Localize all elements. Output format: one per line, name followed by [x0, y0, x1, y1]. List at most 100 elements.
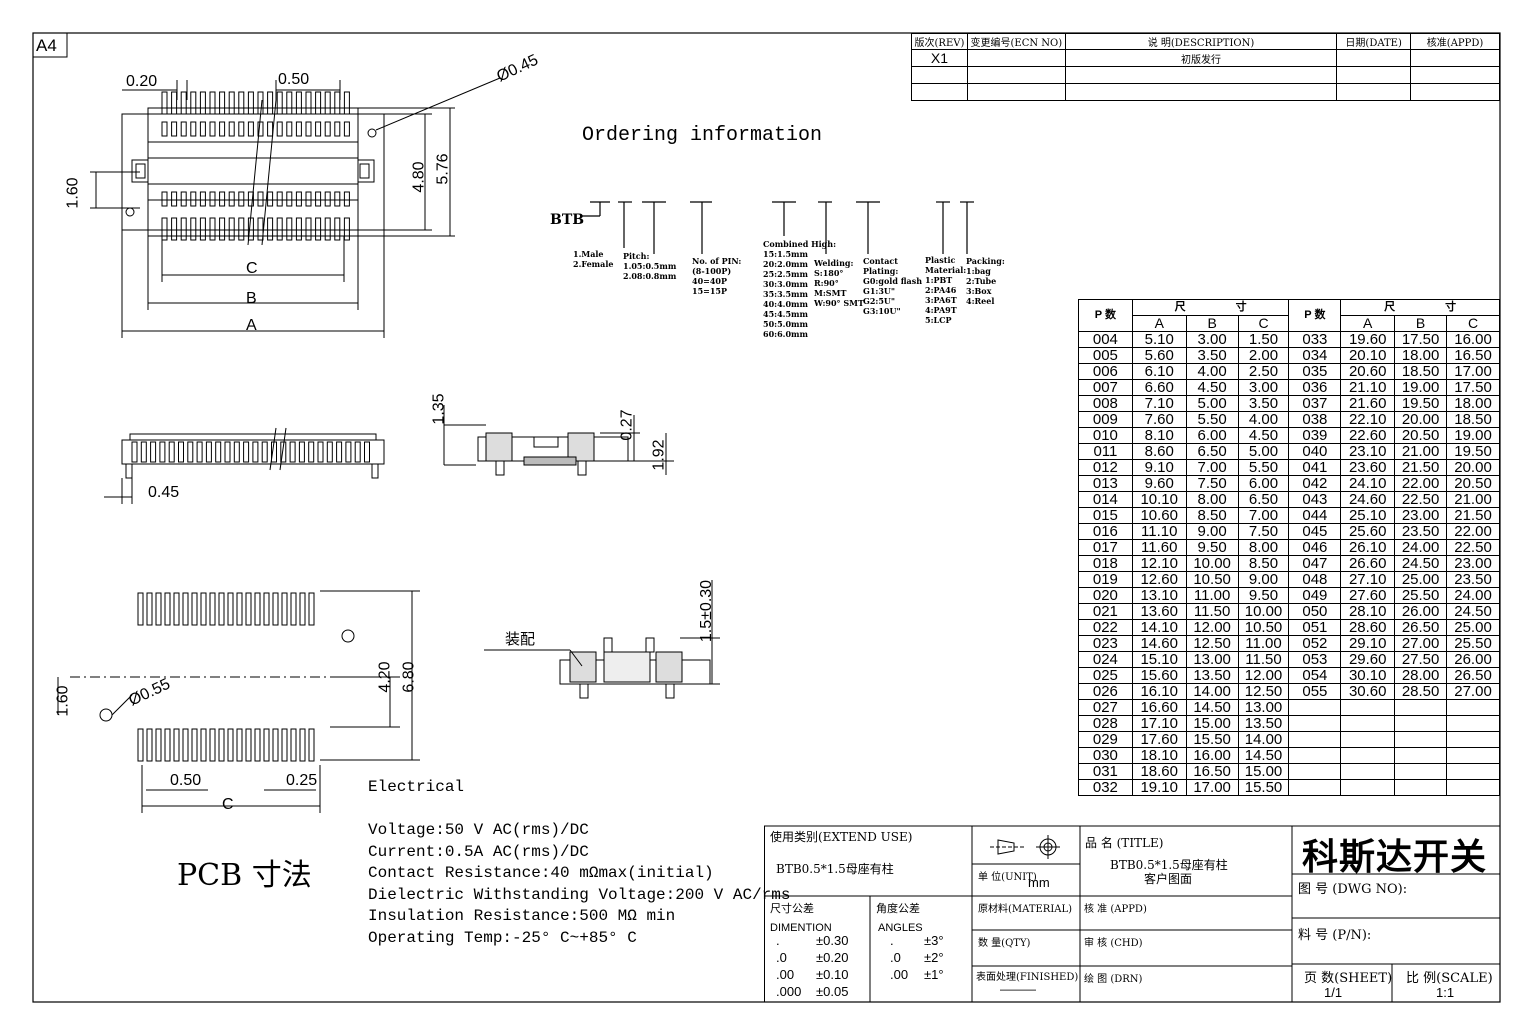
dim-cell-left: 11.50	[1237, 651, 1290, 668]
dim-cell-left: 020	[1078, 587, 1133, 604]
dim-cell-right: 048	[1288, 571, 1342, 588]
size-header-left-1: 尺	[1174, 301, 1186, 313]
contact-pin-side	[280, 441, 287, 463]
contact-pin-bottom	[286, 217, 293, 241]
dim-b-label: B	[246, 290, 257, 307]
scale-label: 比 例(SCALE)	[1406, 971, 1493, 986]
dim-cell-left: 5.10	[1131, 331, 1187, 348]
dim-height-576: 5.76	[434, 153, 452, 185]
dim-cell-right: 21.50	[1446, 507, 1500, 524]
ordering-option: G0:gold flash	[863, 276, 923, 286]
dim-cell-right: 30.10	[1340, 667, 1396, 684]
ordering-option: G3:10U"	[863, 306, 901, 316]
dim-cell-left: 8.00	[1185, 491, 1239, 508]
mated-view-drawing	[484, 580, 720, 699]
dim-cell-right	[1340, 699, 1396, 716]
contact-pin-top	[334, 91, 341, 115]
pcb-pad-top	[254, 592, 261, 626]
dim-cell-left: 13.50	[1237, 715, 1290, 732]
pcb-pad-top	[236, 592, 243, 626]
contact-pin-top	[315, 91, 322, 115]
revision-header-cell: 说 明(DESCRIPTION)	[1064, 33, 1338, 50]
dim-cell-right: 049	[1288, 587, 1342, 604]
ordering-option: 5:LCP	[925, 315, 952, 325]
dim-cell-right: 27.00	[1394, 635, 1448, 652]
contact-pin-bottom-row	[315, 191, 322, 207]
dim-cell-left: 5.00	[1185, 395, 1239, 412]
contact-pin-top-row	[305, 121, 312, 137]
dim-cell-right: 050	[1288, 603, 1342, 620]
ordering-option: 50:5.0mm	[763, 319, 808, 329]
dim-cell-right: 042	[1288, 475, 1342, 492]
pcb-dim-420: 4.20	[376, 661, 394, 693]
ordering-option: 30:3.0mm	[763, 279, 808, 289]
dim-cell-left: 7.10	[1131, 395, 1187, 412]
top-view-drawing	[90, 77, 501, 338]
pcb-pad-top	[146, 592, 153, 626]
angle-row: .±3°	[890, 932, 944, 949]
dim-cell-right: 28.60	[1340, 619, 1396, 636]
contact-pin-top	[161, 91, 168, 115]
pcb-pad-top	[299, 592, 306, 626]
dim-cell-right: 23.00	[1446, 555, 1500, 572]
dim-cell-right: 27.10	[1340, 571, 1396, 588]
angle-precision: .	[890, 933, 894, 948]
dim-cell-right	[1288, 699, 1342, 716]
dim-cell-right: 28.00	[1394, 667, 1448, 684]
dim-cell-left: 9.00	[1185, 523, 1239, 540]
dim-cell-left: 19.10	[1131, 779, 1187, 796]
pcb-pad-bottom	[245, 728, 252, 762]
ordering-option: (8-100P)	[692, 266, 732, 276]
contact-pin-bottom-row	[228, 191, 235, 207]
contact-pin-side	[298, 441, 305, 463]
dim-cell-right: 043	[1288, 491, 1342, 508]
dim-cell-left: 16.10	[1131, 683, 1187, 700]
pcb-pad-top	[182, 592, 189, 626]
dim-cell-right: 24.60	[1340, 491, 1396, 508]
dim-cell-left: 12.10	[1131, 555, 1187, 572]
contact-pin-bottom-row	[295, 191, 302, 207]
dim-cell-left: 14.00	[1237, 731, 1290, 748]
dim-cell-left: 014	[1078, 491, 1133, 508]
p-count-header-left: P 数	[1078, 299, 1133, 332]
dim-cell-left: 024	[1078, 651, 1133, 668]
dim-cell-left: 13.50	[1185, 667, 1239, 684]
revision-cell: 初版发行	[1064, 49, 1338, 67]
dim-cell-left: 7.50	[1237, 523, 1290, 540]
tolerance-precision: .0	[776, 950, 787, 965]
dim-cell-left: 17.10	[1131, 715, 1187, 732]
angle-row: .0±2°	[890, 949, 944, 966]
pcb-pad-top	[272, 592, 279, 626]
dim-cell-left: 6.00	[1237, 475, 1290, 492]
dim-cell-left: 017	[1078, 539, 1133, 556]
contact-pin-side	[178, 441, 184, 463]
dim-cell-left: 16.00	[1185, 747, 1239, 764]
pcb-pad-bottom	[227, 728, 234, 762]
dim-cell-right: 22.50	[1446, 539, 1500, 556]
angles-label: ANGLES	[878, 922, 923, 934]
dim-cell-right: 27.00	[1446, 683, 1500, 700]
col-c-right: C	[1446, 315, 1500, 332]
dim-cell-right	[1288, 763, 1342, 780]
dim-cell-right: 26.50	[1446, 667, 1500, 684]
pcb-pad-bottom	[155, 728, 162, 762]
ordering-option: 2:Tube	[966, 276, 997, 286]
dim-cell-right: 040	[1288, 443, 1342, 460]
dimension-tolerance-list: .±0.30.0±0.20.00±0.10.000±0.05	[776, 932, 848, 1000]
dim-cell-right: 27.60	[1340, 587, 1396, 604]
dim-cell-right: 21.60	[1340, 395, 1396, 412]
dim-cell-right: 26.10	[1340, 539, 1396, 556]
extend-use-label: 使用类别(EXTEND USE)	[770, 830, 913, 844]
dim-cell-left: 13.00	[1185, 651, 1239, 668]
